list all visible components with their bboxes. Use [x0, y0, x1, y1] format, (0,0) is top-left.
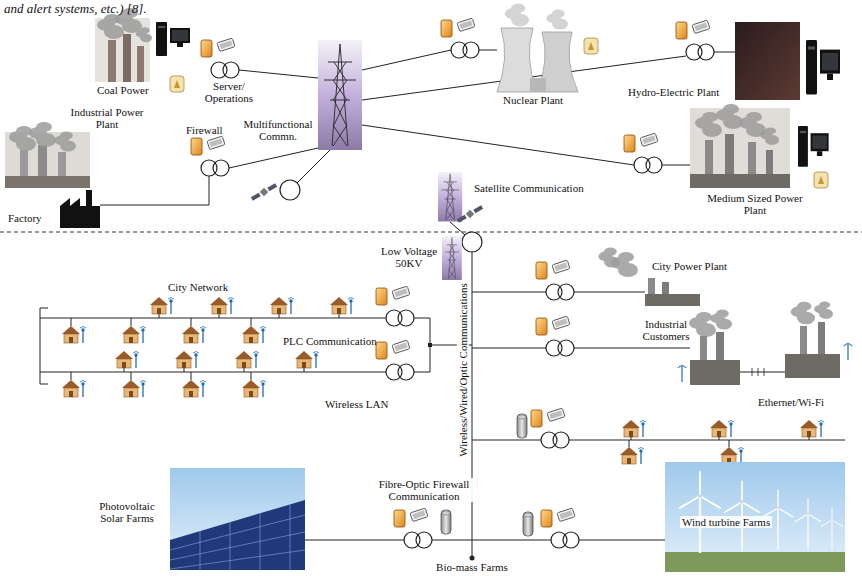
farm-label: Bio-mass Farms: [436, 561, 508, 573]
fibre-cylinder: [517, 414, 527, 438]
antenna-icon: [678, 344, 852, 383]
transformer-symbol: [536, 260, 574, 300]
region-divider: [0, 232, 862, 233]
component-label: Server/ Operations: [200, 80, 258, 104]
transformer-symbol: [394, 508, 432, 548]
plant-label: Coal Power: [97, 84, 149, 96]
transformer-symbol: [201, 38, 239, 78]
pylon-image: [442, 236, 462, 280]
component-label: Firewall: [186, 124, 223, 136]
pylon-image: [438, 172, 462, 222]
computer-icon: [798, 126, 829, 167]
customer-label: Industrial Customers: [636, 318, 696, 342]
network-label: Wireless LAN: [325, 398, 388, 410]
junction: [428, 343, 432, 347]
network-label: PLC Communication: [283, 335, 377, 347]
farm-label: Photovoltaic Solar Farms: [92, 500, 162, 524]
transformer-symbol: [541, 508, 579, 548]
hydro-plant-image: [735, 22, 800, 100]
factory-image: [689, 301, 840, 385]
transformer-symbol: [676, 20, 714, 60]
plant-label: City Power Plant: [652, 260, 727, 272]
bus-node: [280, 180, 300, 200]
nuclear-plant-image: [497, 4, 578, 92]
security-icon: [814, 172, 828, 188]
computer-icon: [156, 22, 190, 56]
wind-farm-image: [665, 462, 845, 572]
security-icon: [170, 76, 184, 92]
computer-icon: [806, 40, 840, 94]
satellite-icon: [457, 205, 483, 222]
plant-label: Factory: [8, 212, 42, 224]
bus-node: [462, 232, 482, 252]
transformer-symbol: [624, 133, 662, 173]
network-label: Satellite Communication: [474, 182, 584, 194]
component-label: Fibre-Optic Firewall Communication: [372, 478, 476, 502]
pylon-image: [318, 40, 362, 150]
network-label: Ethernet/Wi-Fi: [758, 396, 824, 408]
ethernet-ticks: [752, 368, 764, 376]
plant-label: Hydro-Electric Plant: [628, 86, 719, 98]
component-label: Multifunctional Commn.: [240, 118, 316, 142]
coal-plant-image: [95, 8, 152, 82]
plant-label: Medium Sized Power Plant: [705, 192, 805, 216]
house-icon: [62, 297, 824, 464]
plant-label: Nuclear Plant: [503, 94, 563, 106]
transformer-symbol: [536, 316, 574, 356]
medium-plant-image: [690, 104, 790, 188]
transformer-symbol: [191, 136, 229, 176]
industrial-plant-image: [5, 122, 90, 188]
solar-farm-image: [170, 468, 305, 570]
bus-label: Wireless/Wired/Optic Communications: [457, 281, 469, 459]
network-label: City Network: [168, 281, 228, 293]
plant-label: Industrial Power Plant: [66, 106, 148, 130]
fibre-cylinder: [523, 512, 533, 536]
text-fragment: and alert systems, etc.) [8].: [4, 1, 147, 16]
transformer-symbol: [531, 408, 569, 448]
security-icon: [584, 38, 598, 54]
transformer-symbol: [376, 286, 414, 326]
factory-image: [60, 190, 100, 228]
transformer-symbol: [441, 18, 479, 58]
transformer-symbol: [376, 340, 414, 380]
farm-label: Wind turbine Farms: [680, 516, 772, 528]
bus-end: [470, 556, 475, 561]
city-plant-image: [598, 248, 700, 306]
voltage-label: Low Voltage 50KV: [378, 245, 440, 269]
fibre-cylinder: [441, 510, 451, 534]
satellite-icon: [251, 183, 277, 200]
